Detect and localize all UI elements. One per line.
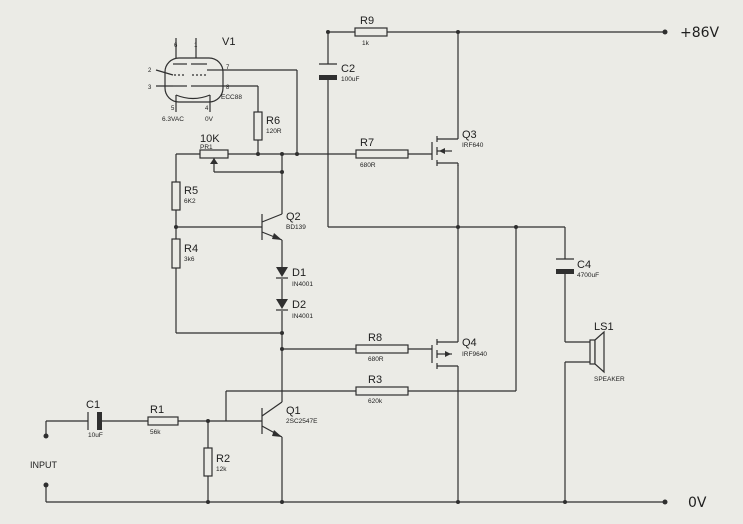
resistor-r4: R4 3k6 (171, 238, 198, 269)
v1-pin-8: 8 (226, 85, 230, 91)
resistor-r1: R1 56k (147, 404, 179, 436)
r9-value: 1k (362, 40, 370, 47)
transistor-q2: Q2 BD139 (261, 211, 306, 241)
ls1-value: SPEAKER (594, 376, 625, 383)
resistor-r3: R3 620k (355, 374, 409, 405)
q1-value: 2SC2547E (286, 418, 318, 425)
mosfet-q3: Q3 IRF640 (431, 129, 484, 166)
v1-pin-7: 7 (226, 65, 230, 71)
v1-pin-6: 6 (174, 43, 178, 49)
r4-ref: R4 (184, 243, 198, 255)
r1-ref: R1 (150, 404, 164, 416)
r6-value: 120R (266, 128, 282, 135)
r2-value: 12k (216, 466, 227, 473)
r1-value: 56k (150, 429, 161, 436)
r4-value: 3k6 (184, 256, 195, 263)
rail-positive-label: +86V (680, 25, 720, 41)
preset-pr1: 10K PR1 (199, 133, 229, 164)
v1-pin-5: 5 (171, 106, 175, 112)
c1-ref: C1 (86, 399, 100, 411)
c1-value: 10uF (88, 432, 103, 439)
r2-ref: R2 (216, 453, 230, 465)
v1-pin-4: 4 (205, 106, 209, 112)
resistor-r5: R5 6K2 (171, 181, 198, 211)
rail-positive: +86V (662, 25, 720, 41)
q1-ref: Q1 (286, 405, 301, 417)
resistor-r7: R7 680R (355, 137, 409, 169)
speaker-ls1: LS1 SPEAKER (589, 321, 625, 383)
diode-d1: D1 IN4001 (276, 267, 313, 288)
r3-value: 620k (368, 398, 383, 405)
c2-value: 100uF (341, 76, 359, 83)
capacitor-c1: C1 10uF (86, 399, 103, 439)
input-label: INPUT (30, 460, 58, 470)
c2-ref: C2 (341, 63, 355, 75)
d1-ref: D1 (292, 267, 306, 279)
v1-heater-right: 0V (205, 116, 214, 123)
q4-ref: Q4 (462, 337, 477, 349)
v1-ref: V1 (222, 36, 235, 48)
v1-value: ECC88 (221, 94, 242, 101)
r9-ref: R9 (360, 15, 374, 27)
rail-ground-label: 0V (688, 495, 707, 511)
transistor-q1: Q1 2SC2547E (261, 401, 318, 438)
wires (45, 31, 665, 503)
mosfet-q4: Q4 IRF9640 (431, 337, 487, 369)
c4-value: 4700uF (577, 272, 599, 279)
valve-v1: V1 2 3 7 8 6 1 4 5 6.3VAC 0V ECC88 (148, 36, 242, 123)
q4-value: IRF9640 (462, 351, 487, 358)
r7-value: 680R (360, 162, 376, 169)
c4-ref: C4 (577, 259, 591, 271)
r3-ref: R3 (368, 374, 382, 386)
resistor-r9: R9 1k (354, 15, 388, 47)
r7-ref: R7 (360, 137, 374, 149)
r8-ref: R8 (368, 332, 382, 344)
resistor-r2: R2 12k (203, 447, 230, 477)
v1-pin-2: 2 (148, 68, 152, 74)
q2-value: BD139 (286, 224, 306, 231)
resistor-r6: R6 120R (253, 111, 282, 141)
resistor-r8: R8 680R (355, 332, 409, 363)
ls1-ref: LS1 (594, 321, 614, 333)
q3-value: IRF640 (462, 142, 484, 149)
r6-ref: R6 (266, 115, 280, 127)
rail-ground: 0V (662, 495, 707, 511)
q3-ref: Q3 (462, 129, 477, 141)
capacitor-c4: C4 4700uF (556, 258, 599, 279)
q2-ref: Q2 (286, 211, 301, 223)
pr1-value: 10K (200, 133, 220, 145)
d2-ref: D2 (292, 299, 306, 311)
diode-d2: D2 IN4001 (276, 299, 313, 320)
v1-heater-left: 6.3VAC (162, 116, 184, 123)
valve-envelope (164, 57, 224, 103)
r8-value: 680R (368, 356, 384, 363)
pr1-ref: PR1 (200, 144, 213, 151)
d1-value: IN4001 (292, 281, 313, 288)
junctions (174, 30, 567, 504)
r5-ref: R5 (184, 185, 198, 197)
d2-value: IN4001 (292, 313, 313, 320)
v1-pin-1: 1 (194, 43, 198, 49)
r5-value: 6K2 (184, 198, 196, 205)
v1-pin-3: 3 (148, 85, 152, 91)
input-terminals: INPUT (30, 433, 58, 488)
capacitor-c2: C2 100uF (319, 63, 359, 83)
